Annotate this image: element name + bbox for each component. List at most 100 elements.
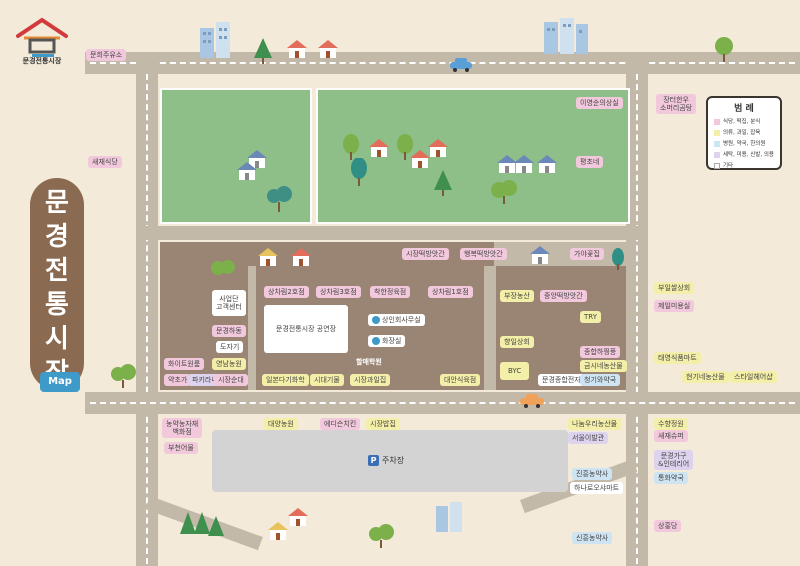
place-haengbok[interactable]: 행복떡방앗간 [460, 248, 507, 261]
place-daeyang[interactable]: 대양농원 [264, 418, 298, 431]
house-icon [237, 162, 257, 180]
place-gaya[interactable]: 가야꽃집 [570, 248, 604, 261]
place-dogi[interactable]: 도자기 [216, 341, 244, 354]
house-icon [369, 139, 389, 157]
parking-lot [212, 430, 568, 492]
tree-icon [369, 524, 394, 548]
place-seoulibal[interactable]: 서울이발관 [568, 432, 609, 445]
place-jungang[interactable]: 중앙떡방앗간 [540, 290, 587, 303]
place-iyeongsun[interactable]: 이영순의상실 [576, 97, 623, 110]
place-sijanggwail[interactable]: 시장과일집 [350, 374, 391, 387]
house-icon [268, 522, 288, 540]
place-daean[interactable]: 대안식육점 [440, 374, 481, 387]
place-jonghapjeon[interactable]: 문경종합전자 [538, 374, 585, 387]
place-bucheoneo[interactable]: 부천어물 [164, 442, 198, 455]
place-cheonggwa[interactable]: 청기와약국 [580, 374, 621, 387]
logo-text: 문경전통시장 [22, 57, 62, 65]
place-sangin[interactable]: 상인회사무실 [368, 314, 425, 327]
place-sidae[interactable]: 시대기물 [310, 374, 344, 387]
restroom-icon [372, 337, 380, 345]
title-char: 전 [45, 256, 69, 286]
house-icon [410, 150, 430, 168]
house-icon [291, 248, 311, 266]
legend-swatch [714, 140, 720, 147]
road-middle [136, 226, 648, 240]
place-hwail[interactable]: 향일상회 [500, 336, 534, 349]
map-badge: Map [40, 372, 80, 392]
place-hanaro[interactable]: 하나로오샤마트 [570, 482, 624, 495]
place-nanumuri[interactable]: 나눔우리농산물 [568, 418, 622, 431]
place-saejae[interactable]: 새재식당 [88, 156, 122, 169]
tree-icon [612, 248, 624, 270]
place-jeil[interactable]: 제일미용실 [654, 300, 695, 313]
place-munggyeonghadong[interactable]: 문경하동 [212, 325, 246, 338]
place-sangga1[interactable]: 상차림1호점 [428, 286, 473, 299]
place-white[interactable]: 화이트원룸 [164, 358, 205, 371]
title-char: 통 [45, 290, 69, 320]
tree-icon [211, 260, 235, 275]
car-icon [520, 394, 544, 408]
tree-icon [434, 170, 452, 196]
place-hwahwa[interactable]: 통화약국 [654, 472, 688, 485]
house-icon [537, 155, 557, 173]
place-taeyeong[interactable]: 태영식품마트 [654, 352, 701, 365]
tree-icon [491, 180, 517, 204]
place-sangga2[interactable]: 상차림2호점 [264, 286, 309, 299]
house-icon [258, 248, 278, 266]
place-suhyeon[interactable]: 수향정원 [654, 418, 688, 431]
title-char: 경 [45, 222, 69, 252]
parking-icon: P [368, 455, 379, 466]
car-icon [450, 58, 472, 72]
apartment-icon [200, 22, 230, 58]
place-buil[interactable]: 부일쌀상회 [654, 282, 695, 295]
road-left-centerline [146, 74, 148, 564]
place-hyeondae[interactable]: 현기네농산물 [682, 371, 729, 384]
place-jinhong[interactable]: 진흥농약사 [572, 468, 613, 481]
place-styleeo[interactable]: 스타일헤어샵 [730, 371, 777, 384]
place-sangga3[interactable]: 상차림3호점 [316, 286, 361, 299]
place-saejae-super[interactable]: 새재슈퍼 [654, 430, 688, 443]
legend-title: 범 례 [734, 104, 754, 114]
legend-item: 의류, 과일, 잡육 [714, 128, 780, 136]
tree-icon [343, 134, 359, 160]
place-yakcho[interactable]: 약초가 [164, 374, 192, 387]
place-sanghong[interactable]: 상홍당 [654, 520, 682, 533]
place-saeopdan[interactable]: 사업단 고객센터 [212, 290, 246, 317]
legend-swatch [714, 118, 720, 125]
place-furniture[interactable]: 문경가구 &인테리어 [654, 450, 694, 471]
title-char: 문 [45, 188, 69, 218]
place-bujang[interactable]: 부장농산 [500, 290, 534, 303]
title-char: 시 [45, 324, 69, 354]
place-ilbon[interactable]: 일본다기화학 [262, 374, 309, 387]
tree-icon [351, 158, 367, 186]
house-icon [497, 155, 517, 173]
road-right-centerline [636, 74, 638, 564]
place-yeongnam[interactable]: 영남농원 [212, 358, 246, 371]
place-try[interactable]: TRY [580, 311, 601, 324]
place-munhee[interactable]: 문희주유소 [86, 49, 127, 62]
house-icon [530, 246, 550, 264]
place-sijangbap[interactable]: 시장밥집 [366, 418, 400, 431]
legend-swatch [714, 151, 720, 158]
legend-item: 기타 [714, 161, 780, 169]
house-icon [428, 139, 448, 157]
place-byc[interactable]: BYC [500, 362, 530, 381]
tree-icon [180, 512, 224, 536]
place-geumsaenong[interactable]: 금시네농산물 [580, 360, 627, 373]
place-pakira[interactable]: 파키라나 [188, 374, 222, 387]
apartment-icon [436, 502, 462, 532]
market-inner-road [484, 266, 496, 390]
place-pyeongchone[interactable]: 평초네 [576, 156, 604, 169]
place-janghwahanu[interactable]: 장터한우 소머리곰탕 [656, 94, 697, 115]
place-hwajangsil[interactable]: 화장실 [368, 335, 406, 348]
market-inner-road-2 [248, 266, 256, 390]
place-chakhan[interactable]: 착한정육점 [370, 286, 411, 299]
place-sijangsundae[interactable]: 시장순대 [214, 374, 248, 387]
performance-hall[interactable]: 문경전통시장 공연장 [264, 305, 348, 353]
place-nongyak[interactable]: 농약농자재 백화점 [162, 418, 203, 439]
place-jonghapjaeng[interactable]: 종합하찡풍 [580, 346, 621, 359]
place-sijangtteok[interactable]: 시장떡방앗간 [402, 248, 449, 261]
place-halmae[interactable]: 할매학원 [356, 358, 382, 366]
place-edison[interactable]: 에디슨치킨 [320, 418, 361, 431]
place-sinheung[interactable]: 신흥농약사 [572, 532, 613, 545]
